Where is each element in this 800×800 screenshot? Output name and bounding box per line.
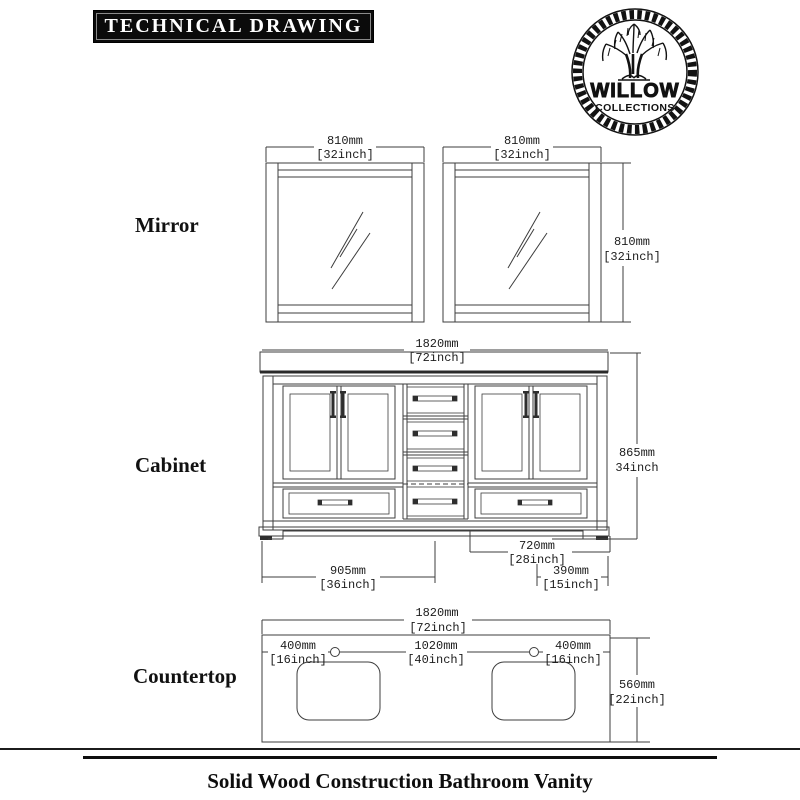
logo-subname: COLLECTIONS <box>595 102 675 114</box>
footer-divider-thick <box>83 756 717 759</box>
dim-text: [32inch] <box>493 148 551 162</box>
dim-countertop-left-offset: 400mm [16inch] <box>262 639 331 667</box>
sink-basin-right <box>491 661 576 721</box>
dim-mirror-right-width: 810mm [32inch] <box>442 134 602 162</box>
dim-cabinet-base-right: 390mm [15inch] <box>536 556 609 592</box>
cabinet-right-doors <box>474 385 588 480</box>
mirror-reflection-icon <box>330 211 371 290</box>
dim-cabinet-height: 865mm 34inch <box>552 352 659 540</box>
dim-countertop-center-span: 1020mm [40inch] <box>340 639 529 667</box>
dim-cabinet-base-left: 905mm [36inch] <box>261 541 436 592</box>
dim-text: 720mm <box>519 539 555 553</box>
dim-text: 560mm <box>619 678 655 692</box>
logo-name: WILLOW <box>590 80 679 102</box>
dim-text: [28inch] <box>508 553 566 567</box>
rope-border-icon <box>573 10 697 134</box>
dim-text: [32inch] <box>316 148 374 162</box>
dim-text: 1020mm <box>414 639 457 653</box>
dim-text: 400mm <box>280 639 316 653</box>
mirror-reflection-icon <box>507 211 548 290</box>
willow-tree-icon <box>601 23 668 81</box>
header-title-bar: TECHNICAL DRAWING <box>93 10 374 43</box>
dim-text: 905mm <box>330 564 366 578</box>
cabinet-base <box>258 526 610 540</box>
faucet-hole-icon <box>330 647 340 657</box>
door-handle-icon <box>330 391 346 418</box>
dim-text: [32inch] <box>603 250 661 264</box>
dim-text: 810mm <box>504 134 540 148</box>
countertop-drawing <box>261 634 611 743</box>
section-label-mirror: Mirror <box>135 213 199 237</box>
cabinet-bottom-drawers <box>282 488 588 519</box>
dim-text: [40inch] <box>407 653 465 667</box>
cabinet-drawing <box>258 351 610 540</box>
dim-text: 34inch <box>615 461 658 475</box>
cabinet-left-doors <box>282 385 396 480</box>
dim-countertop-right-offset: 400mm [16inch] <box>539 639 610 667</box>
dim-cabinet-width: 1820mm [72inch] <box>262 337 608 365</box>
door-handle-icon <box>523 391 539 418</box>
dim-text: 810mm <box>614 235 650 249</box>
dim-text: [36inch] <box>319 578 377 592</box>
dim-text: [72inch] <box>409 621 467 635</box>
dim-mirror-left-width: 810mm [32inch] <box>265 134 425 162</box>
dim-countertop-width: 1820mm [72inch] <box>261 606 611 635</box>
dim-countertop-depth: 560mm [22inch] <box>608 637 666 743</box>
dim-text: [16inch] <box>544 653 602 667</box>
footer-divider-thin <box>0 748 800 750</box>
dim-text: 810mm <box>327 134 363 148</box>
dim-text: 390mm <box>553 564 589 578</box>
mirror-right-drawing <box>442 162 602 323</box>
dim-text: 1820mm <box>415 606 458 620</box>
dim-text: [72inch] <box>408 351 466 365</box>
drawer-handle-icon <box>412 395 458 505</box>
dim-text: [15inch] <box>542 578 600 592</box>
faucet-hole-icon <box>529 647 539 657</box>
product-caption: Solid Wood Construction Bathroom Vanity <box>207 769 593 793</box>
dim-text: [22inch] <box>608 693 666 707</box>
section-label-countertop: Countertop <box>133 664 237 688</box>
brand-logo: WILLOW COLLECTIONS <box>571 8 699 136</box>
mirror-left-drawing <box>265 162 425 323</box>
sink-basin-left <box>296 661 381 721</box>
section-label-cabinet: Cabinet <box>135 453 207 477</box>
dim-text: 1820mm <box>415 337 458 351</box>
dim-text: 400mm <box>555 639 591 653</box>
cabinet-center-drawers <box>402 384 469 520</box>
dim-mirror-height: 810mm [32inch] <box>601 162 661 323</box>
dim-text: 865mm <box>619 446 655 460</box>
dim-cabinet-depth: 720mm [28inch] <box>469 531 611 567</box>
page-title: TECHNICAL DRAWING <box>104 15 363 37</box>
dim-text: [16inch] <box>269 653 327 667</box>
